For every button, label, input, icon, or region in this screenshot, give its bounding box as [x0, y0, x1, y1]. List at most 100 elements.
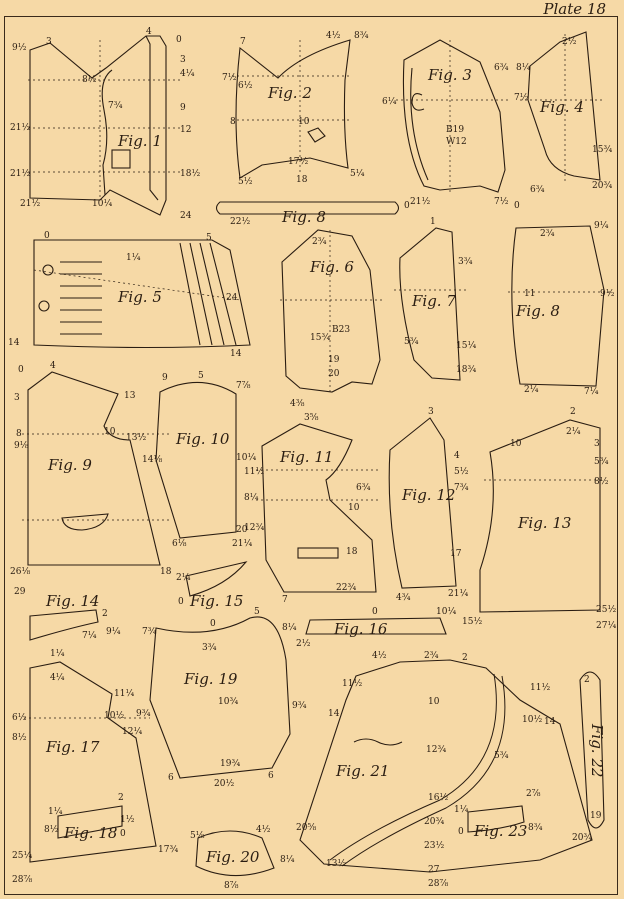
measure-mark: 8½ — [82, 74, 97, 85]
measure-mark: 12¾ — [244, 522, 264, 533]
measure-mark: 8¾ — [528, 822, 543, 833]
fig-9-pattern — [22, 371, 170, 566]
measure-mark: 20¾ — [572, 832, 592, 843]
measure-mark: 5¾ — [404, 336, 419, 347]
measure-mark: 17½ — [288, 156, 308, 167]
measure-mark: 16½ — [428, 792, 448, 803]
measure-mark: 4 — [50, 361, 56, 371]
measure-mark: 6⅛ — [172, 539, 187, 549]
fig-13-label: Fig. 13 — [517, 514, 571, 532]
measure-mark: 2½ — [296, 638, 311, 649]
measure-mark: 1¼ — [50, 648, 65, 659]
measure-mark: 15¾ — [310, 332, 330, 343]
measure-mark: 1¼ — [454, 804, 469, 815]
measure-mark: 20⅝ — [296, 823, 316, 833]
measure-mark: 5¾ — [494, 750, 509, 761]
measure-mark: 4½ — [256, 824, 271, 835]
fig-10-pattern — [155, 381, 237, 539]
measure-mark: 4 — [146, 27, 152, 37]
measure-mark: 25½ — [596, 604, 616, 615]
fig-16-label: Fig. 16 — [333, 620, 388, 638]
measure-mark: 7 — [240, 37, 246, 47]
measure-mark: 29 — [14, 587, 26, 597]
measure-mark: 9½ — [12, 42, 27, 53]
measure-mark: 11½ — [530, 682, 550, 693]
fig-8-sleeve-pattern — [508, 225, 610, 387]
fig-22-pattern — [579, 671, 605, 829]
measure-mark: 5 — [254, 607, 260, 617]
measure-mark: 7¾ — [142, 626, 157, 637]
measure-mark: 17¾ — [158, 844, 178, 855]
measure-mark: 7¾ — [454, 482, 469, 493]
measure-mark: 22½ — [230, 216, 250, 227]
measure-mark: 2¾ — [424, 650, 439, 661]
measure-mark: 9½ — [600, 288, 615, 299]
measure-mark: 19¾ — [220, 758, 240, 769]
measure-mark: 10¾ — [218, 696, 238, 707]
measure-mark: 17 — [450, 549, 462, 559]
measure-mark: 5½ — [238, 176, 253, 187]
measure-mark: 10¼ — [92, 198, 112, 209]
fig-7-label: Fig. 7 — [411, 292, 456, 310]
measure-mark: 28⅞ — [12, 875, 32, 885]
fig-15-label: Fig. 15 — [189, 592, 243, 610]
measure-mark: 6¾ — [530, 184, 545, 195]
measure-mark: 8⅞ — [224, 881, 239, 891]
fig-19-label: Fig. 19 — [183, 670, 238, 688]
measure-mark: 6¾ — [494, 62, 509, 73]
measure-mark: 3⅝ — [304, 413, 319, 423]
fig-21-pattern — [299, 659, 593, 873]
fig-3-label: Fig. 3 — [427, 66, 472, 84]
measure-mark: 10¼ — [236, 452, 256, 463]
measure-mark: 8 — [16, 429, 22, 439]
measure-mark: 13½ — [126, 432, 146, 443]
measure-mark: 26⅛ — [10, 567, 30, 577]
measure-mark: 6 — [168, 773, 174, 783]
measure-mark: 10 — [104, 427, 116, 437]
measure-mark: 21¼ — [232, 538, 252, 549]
measure-mark: 15½ — [462, 616, 482, 627]
measure-mark: 18¾ — [456, 364, 476, 375]
measure-mark: 12 — [180, 125, 191, 135]
measure-mark: 1¼ — [126, 252, 141, 263]
measure-mark: 4¼ — [50, 672, 65, 683]
measure-mark: 0 — [44, 231, 50, 241]
fig-2-label: Fig. 2 — [267, 84, 312, 102]
measure-mark: 24 — [180, 211, 192, 221]
fig-13-pattern — [479, 419, 604, 613]
measure-mark: 21½ — [410, 196, 430, 207]
fig-5-label: Fig. 5 — [117, 288, 162, 306]
plate-title: Plate 18 — [543, 0, 606, 18]
measure-mark: 1½ — [120, 814, 135, 825]
measure-mark: 11½ — [342, 678, 362, 689]
measure-mark: 7¼ — [82, 630, 97, 641]
measure-mark: 2¼ — [566, 426, 581, 437]
measure-mark: 9 — [162, 373, 168, 383]
measure-mark: 0 — [458, 827, 464, 837]
measure-mark: 7¼ — [584, 386, 599, 397]
measure-mark: 21½ — [20, 198, 40, 209]
measure-mark: 11¼ — [114, 688, 134, 699]
fig-5-pattern — [33, 239, 251, 349]
plate-border — [4, 16, 618, 895]
measure-mark: W12 — [446, 137, 467, 147]
measure-mark: 24 — [226, 293, 238, 303]
measure-mark: 0 — [18, 365, 24, 375]
measure-mark: 2 — [584, 675, 590, 685]
measure-mark: 2 — [118, 793, 124, 803]
fig-10-label: Fig. 10 — [175, 430, 230, 448]
measure-mark: 14 — [8, 338, 20, 348]
measure-mark: 20 — [328, 369, 340, 379]
fig-19-pattern — [149, 616, 291, 779]
measure-mark: 19 — [328, 355, 340, 365]
measure-mark: 3 — [180, 55, 186, 65]
measure-mark: 1¼ — [48, 806, 63, 817]
measure-mark: 25¼ — [12, 850, 32, 861]
measure-mark: 14⅛ — [142, 455, 162, 465]
measure-mark: 9¾ — [292, 700, 307, 711]
fig-8b-label: Fig. 8 — [515, 302, 560, 320]
measure-mark: 5 — [206, 233, 212, 243]
fig-8-label: Fig. 8 — [281, 208, 326, 226]
